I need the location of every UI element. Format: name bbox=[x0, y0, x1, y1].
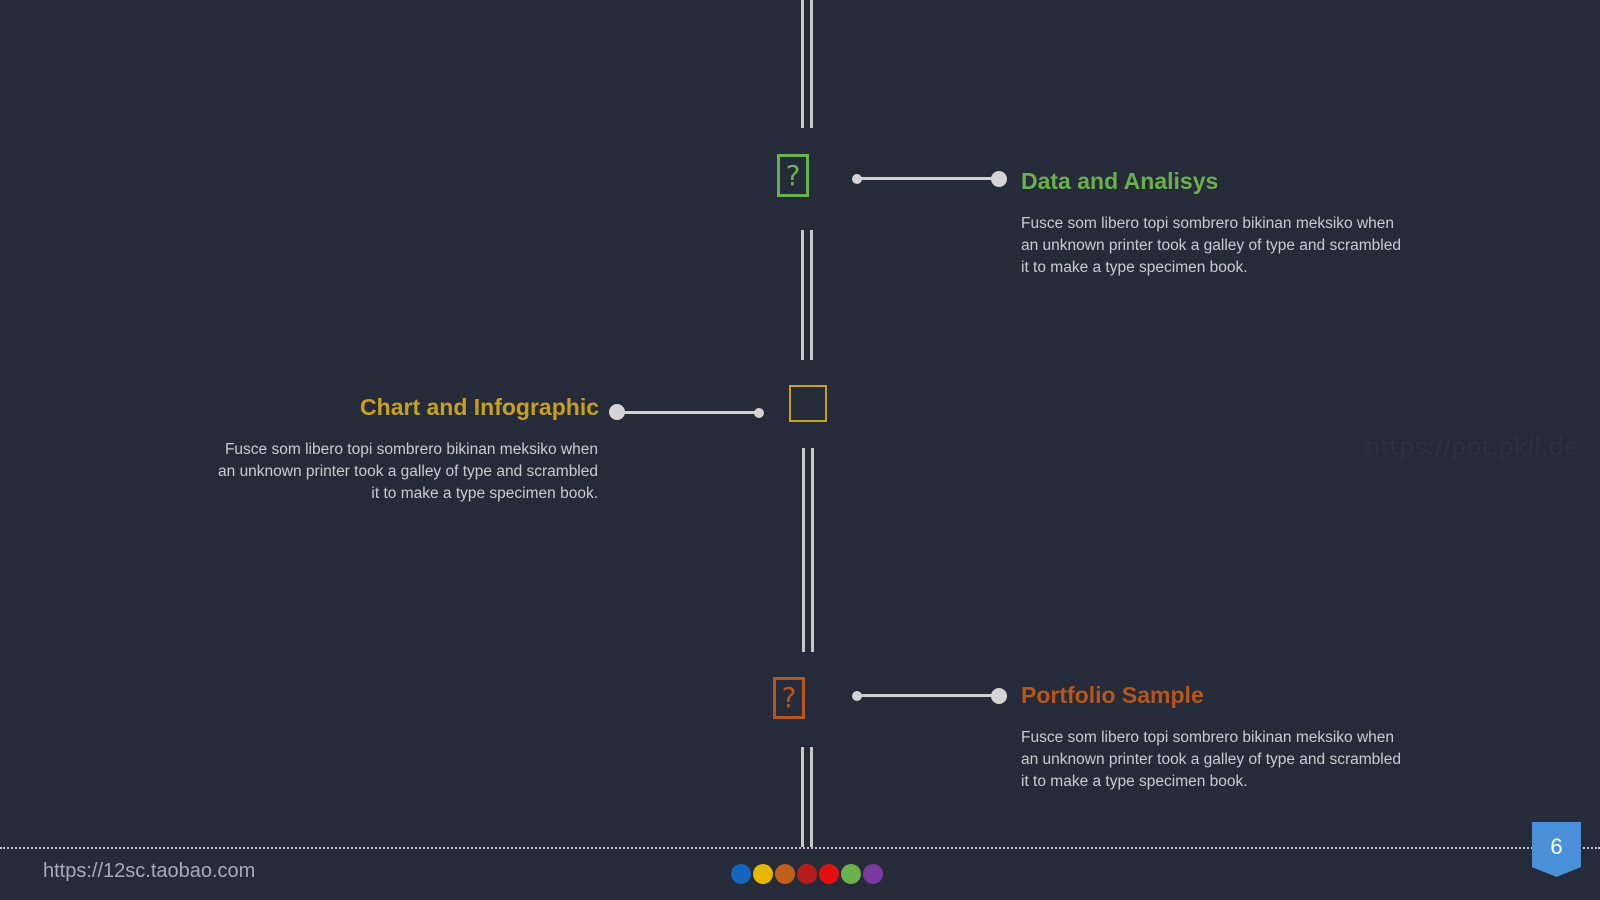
item-title-chart-infographic: Chart and Infographic bbox=[360, 394, 599, 420]
color-dot-blue bbox=[731, 864, 751, 884]
timeline-rail-middle bbox=[802, 448, 814, 652]
document-question-icon: ? bbox=[773, 677, 805, 719]
color-dot-yellow bbox=[753, 864, 773, 884]
connector-dot-outer bbox=[991, 688, 1007, 704]
connector-dot-inner bbox=[754, 408, 764, 418]
page-number-badge: 6 bbox=[1532, 822, 1581, 877]
square-icon bbox=[789, 385, 827, 422]
footer-url[interactable]: https://12sc.taobao.com bbox=[43, 860, 256, 882]
timeline-rail-bottom bbox=[801, 747, 813, 847]
color-dot-orange bbox=[775, 864, 795, 884]
item-title-data-analysis: Data and Analisys bbox=[1021, 168, 1219, 194]
connector-dot-outer bbox=[991, 171, 1007, 187]
connector-line bbox=[617, 411, 759, 414]
footer-divider bbox=[0, 847, 1600, 849]
document-question-icon: ? bbox=[777, 154, 809, 197]
color-dot-green bbox=[841, 864, 861, 884]
color-dot-dark-red bbox=[797, 864, 817, 884]
connector-line bbox=[857, 177, 997, 180]
item-title-portfolio-sample: Portfolio Sample bbox=[1021, 682, 1204, 708]
connector-line bbox=[857, 694, 997, 697]
item-body-data-analysis: Fusce som libero topi sombrero bikinan m… bbox=[1021, 215, 1401, 276]
color-dots bbox=[731, 864, 883, 884]
timeline-rail-top bbox=[801, 0, 813, 128]
color-dot-red bbox=[819, 864, 839, 884]
item-body-chart-infographic: Fusce som libero topi sombrero bikinan m… bbox=[218, 441, 598, 502]
question-glyph: ? bbox=[785, 158, 801, 192]
watermark-text: https://ppt.pkll.de bbox=[1365, 433, 1579, 461]
question-glyph: ? bbox=[781, 681, 797, 714]
color-dot-purple bbox=[863, 864, 883, 884]
timeline-rail-upper bbox=[801, 230, 813, 360]
item-body-portfolio-sample: Fusce som libero topi sombrero bikinan m… bbox=[1021, 729, 1401, 790]
page-number: 6 bbox=[1550, 834, 1563, 859]
